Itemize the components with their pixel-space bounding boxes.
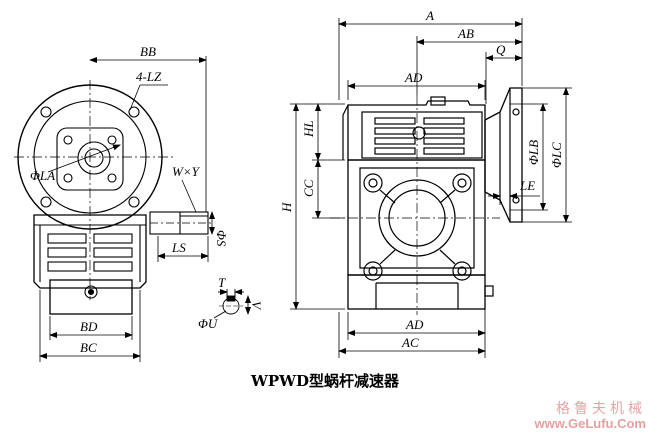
label-s: ΦS bbox=[214, 230, 229, 247]
label-ac: AC bbox=[401, 335, 419, 350]
drain-plug bbox=[84, 285, 98, 299]
watermark-name: 格鲁夫机械 bbox=[556, 401, 646, 417]
key-section-detail bbox=[213, 289, 251, 319]
front-view bbox=[14, 80, 214, 315]
label-wy: W×Y bbox=[172, 164, 201, 179]
label-h: H bbox=[279, 202, 294, 213]
label-la: ΦLA bbox=[30, 168, 55, 183]
label-bb: BB bbox=[140, 44, 156, 59]
label-ab: AB bbox=[457, 26, 474, 41]
shaft-bore bbox=[84, 148, 104, 168]
flange-bolt-hole bbox=[128, 196, 140, 208]
label-u: ΦU bbox=[198, 316, 219, 331]
side-view-dimensions bbox=[290, 18, 572, 358]
label-cc: CC bbox=[301, 179, 316, 197]
front-view-dimensions bbox=[39, 56, 215, 362]
label-le: LE bbox=[519, 178, 535, 193]
drawing-title: WPWD型蜗杆减速器 bbox=[251, 372, 399, 390]
label-v: V bbox=[249, 301, 264, 311]
label-t: T bbox=[218, 275, 226, 290]
label-q: Q bbox=[496, 42, 506, 57]
flange-bolt-hole bbox=[40, 196, 52, 208]
shaft-hub bbox=[77, 141, 111, 175]
gear-body bbox=[347, 159, 486, 276]
side-view bbox=[330, 87, 523, 315]
dimension-labels: BB 4-LZ ΦLA W×Y ΦS LS T V ΦU BD BC A AB … bbox=[30, 8, 564, 355]
cover-screw bbox=[63, 135, 73, 145]
label-a: A bbox=[425, 8, 434, 23]
label-ad-bottom: AD bbox=[405, 317, 424, 332]
mounting-foot bbox=[49, 279, 133, 315]
label-bc: BC bbox=[80, 340, 97, 355]
label-bd: BD bbox=[80, 319, 98, 334]
cover-screw bbox=[107, 135, 117, 145]
cover-screw bbox=[107, 173, 117, 183]
label-ls: LS bbox=[171, 240, 186, 255]
flange-bolt-hole bbox=[40, 106, 52, 118]
watermark-url: www.GeLufu.Com bbox=[534, 416, 646, 431]
label-ad-top: AD bbox=[404, 70, 423, 85]
gear-housing bbox=[33, 214, 147, 289]
label-lz: 4-LZ bbox=[136, 69, 162, 84]
label-hl: HL bbox=[301, 120, 316, 138]
cover-screw bbox=[63, 173, 73, 183]
label-lc: ΦLC bbox=[549, 142, 564, 168]
label-lb: ΦLB bbox=[526, 140, 541, 165]
flange-bolt-hole bbox=[128, 106, 140, 118]
breather-plug bbox=[430, 96, 446, 106]
motor-flange bbox=[484, 87, 523, 223]
